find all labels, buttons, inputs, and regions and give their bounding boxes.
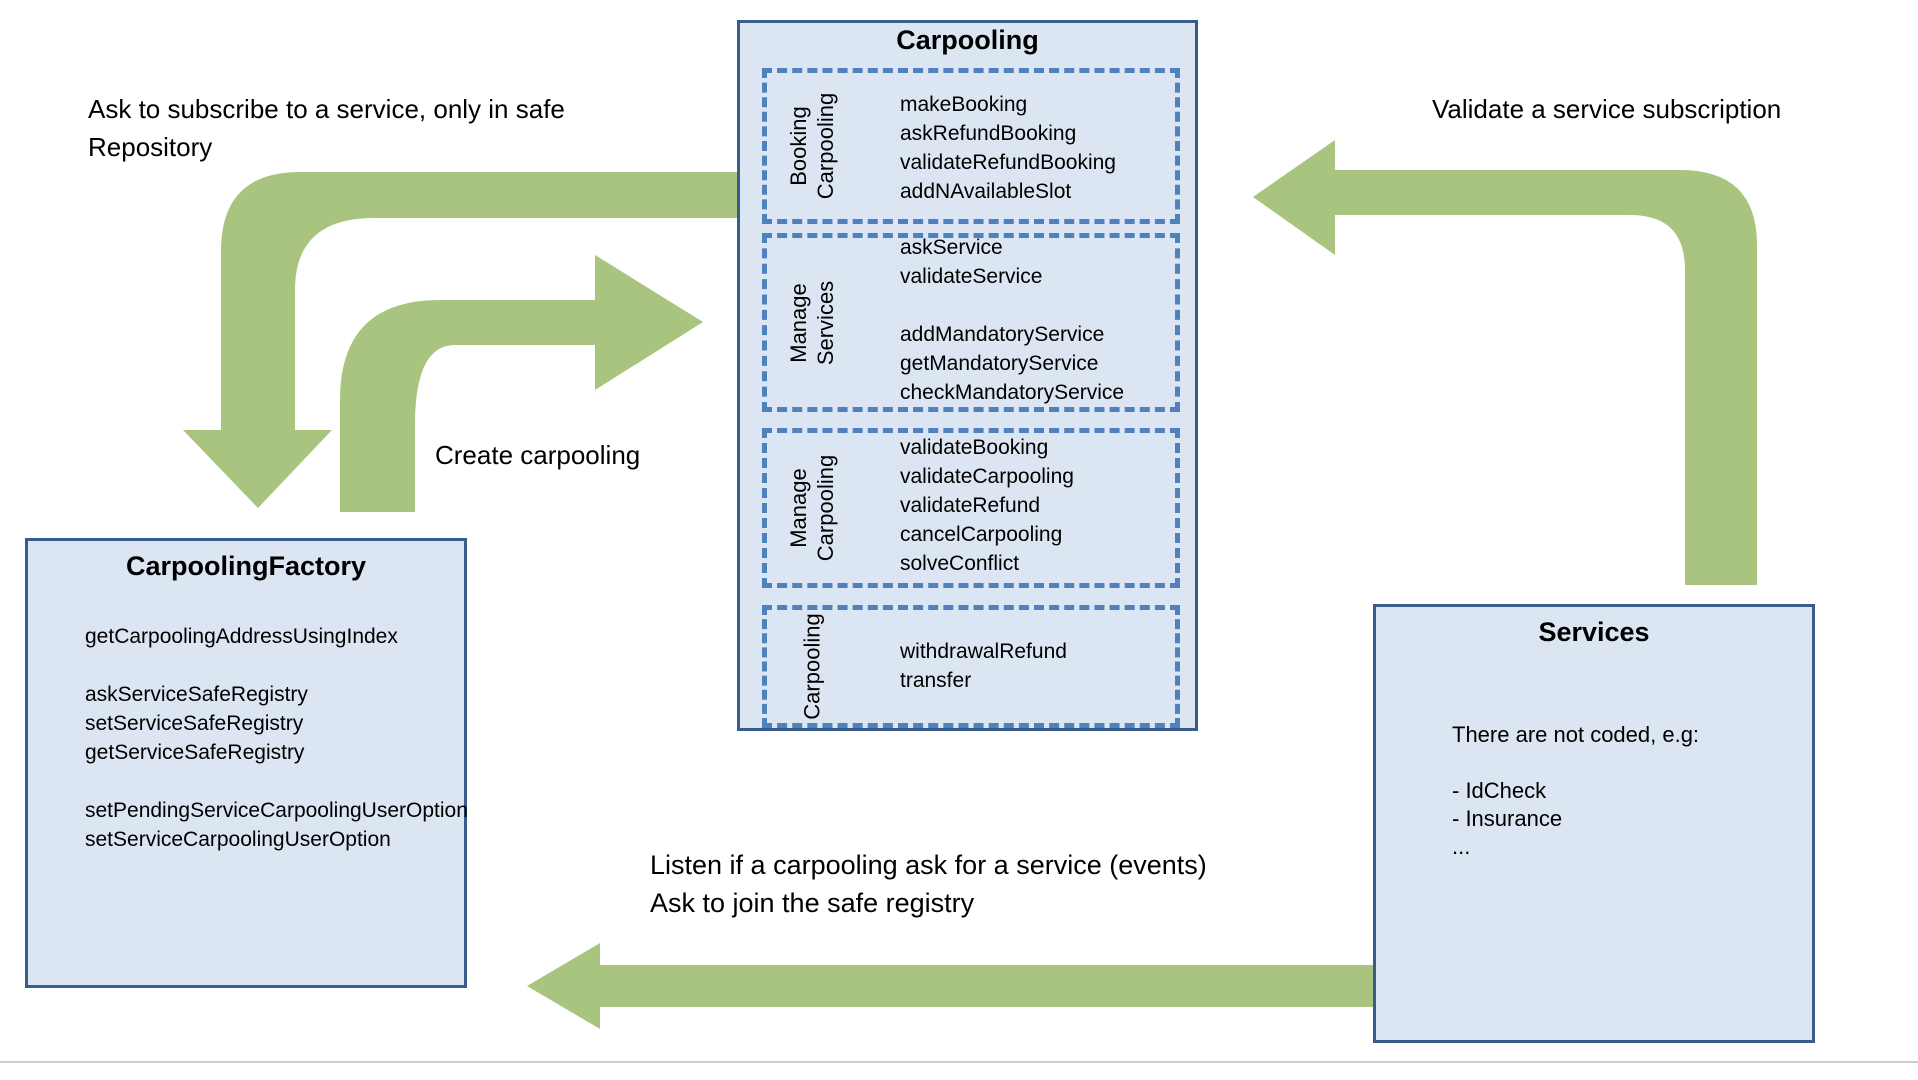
ask-subscribe-arrow	[183, 172, 737, 508]
section-label-text: Manage Carpooling	[786, 454, 839, 562]
method-line-spacer	[85, 767, 468, 796]
method-line: transfer	[900, 669, 972, 692]
method-line: withdrawalRefund	[900, 640, 1067, 663]
method-line-spacer	[900, 291, 1124, 320]
label-listen: Listen if a carpooling ask for a service…	[650, 846, 1207, 922]
label-validate-subscription: Validate a service subscription	[1432, 94, 1782, 124]
services-box-title: Services	[1538, 617, 1650, 647]
method-line: setPendingServiceCarpoolingUserOption	[85, 799, 468, 822]
carpooling-factory-methods: getCarpoolingAddressUsingIndex askServic…	[85, 622, 468, 854]
section-label-text: Manage Services	[786, 280, 839, 365]
method-line: askService	[900, 236, 1003, 259]
method-line: solveConflict	[900, 552, 1020, 575]
method-line: addNAvailableSlot	[900, 180, 1072, 203]
create-carpooling-arrow	[340, 255, 703, 512]
section-manage-services-methods: askService validateService addMandatoryS…	[900, 233, 1124, 407]
carpooling-box-title: Carpooling	[896, 25, 1039, 55]
label-listen-line2: Ask to join the safe registry	[650, 888, 975, 918]
method-line: validateRefund	[900, 494, 1041, 517]
method-line-spacer	[85, 651, 468, 680]
section-booking-carpooling	[762, 68, 1180, 224]
method-line: validateRefundBooking	[900, 151, 1116, 174]
section-carpooling-label: Carpooling	[770, 605, 855, 728]
method-line: makeBooking	[900, 93, 1028, 116]
label-ask-subscribe: Ask to subscribe to a service, only in s…	[88, 90, 565, 166]
services-line: - IdCheck	[1452, 778, 1547, 803]
listen-arrow	[527, 943, 1373, 1029]
section-label-text: Booking Carpooling	[786, 92, 839, 200]
method-line: setServiceCarpoolingUserOption	[85, 828, 391, 851]
method-line: checkMandatoryService	[900, 381, 1125, 404]
carpooling-box	[737, 20, 1198, 731]
method-line: addMandatoryService	[900, 323, 1105, 346]
section-booking-carpooling-label: Booking Carpooling	[770, 68, 855, 224]
section-carpooling	[762, 605, 1180, 728]
method-line: getCarpoolingAddressUsingIndex	[85, 625, 398, 648]
services-line-spacer	[1452, 749, 1699, 777]
carpooling-factory-box	[25, 538, 467, 988]
method-line: cancelCarpooling	[900, 523, 1063, 546]
section-manage-carpooling-label: Manage Carpooling	[770, 428, 855, 588]
section-label-text: Carpooling	[800, 613, 825, 720]
validate-subscription-arrow	[1253, 140, 1757, 585]
method-line: getServiceSafeRegistry	[85, 741, 305, 764]
carpooling-factory-title: CarpoolingFactory	[125, 551, 367, 581]
method-line: setServiceSafeRegistry	[85, 712, 304, 735]
section-booking-carpooling-methods: makeBooking askRefundBooking validateRef…	[900, 90, 1116, 206]
label-create-carpooling: Create carpooling	[435, 440, 641, 470]
services-line: ...	[1452, 834, 1471, 859]
method-line: validateService	[900, 265, 1043, 288]
method-line: getMandatoryService	[900, 352, 1099, 375]
label-ask-subscribe-line2: Repository	[88, 132, 213, 162]
services-line: There are not coded, e.g:	[1452, 722, 1700, 747]
method-line: validateBooking	[900, 436, 1049, 459]
services-box	[1373, 604, 1815, 1043]
section-manage-services-label: Manage Services	[770, 233, 855, 412]
method-line: askRefundBooking	[900, 122, 1077, 145]
window-bottom-edge	[0, 1061, 1918, 1063]
method-line: askServiceSafeRegistry	[85, 683, 308, 706]
services-line: - Insurance	[1452, 806, 1563, 831]
section-manage-carpooling-methods: validateBooking validateCarpooling valid…	[900, 433, 1074, 578]
services-content: There are not coded, e.g: - IdCheck - In…	[1452, 721, 1699, 861]
section-manage-services	[762, 233, 1180, 412]
section-carpooling-methods: withdrawalRefund transfer	[900, 637, 1067, 695]
section-manage-carpooling	[762, 428, 1180, 588]
label-listen-line1: Listen if a carpooling ask for a service…	[650, 850, 1207, 880]
method-line: validateCarpooling	[900, 465, 1074, 488]
label-ask-subscribe-line1: Ask to subscribe to a service, only in s…	[88, 94, 565, 124]
